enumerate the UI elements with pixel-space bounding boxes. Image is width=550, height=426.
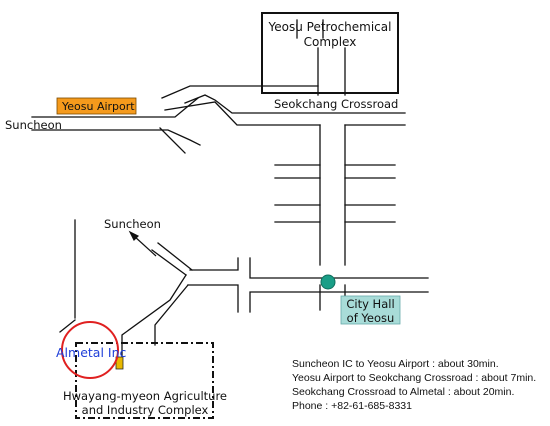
road-complex-right: [322, 19, 346, 96]
road-cityhall-upper: [189, 257, 429, 279]
label-hwayang: Hwayang-myeon Agriculture and Industry C…: [60, 389, 230, 417]
almetal-circle: [61, 321, 119, 379]
almetal-building-marker: [115, 356, 124, 370]
info-phone: Phone : +82-61-685-8331: [292, 400, 412, 412]
petrochemical-complex-box: [261, 12, 399, 94]
label-petrochemical-line1: Yeosu Petrochemical: [268, 20, 392, 34]
road-suncheon-west-upper: [31, 97, 199, 118]
road-seokchang-upper: [161, 85, 319, 99]
road-to-almetal-left: [121, 274, 187, 366]
city-hall-marker: [320, 274, 336, 290]
road-to-almetal-right: [154, 284, 189, 346]
label-suncheon-north: Suncheon: [104, 217, 161, 231]
road-suncheon-west-lower: [31, 129, 201, 146]
hwayang-complex-box: [75, 342, 214, 419]
road-branch-lower: [159, 127, 186, 154]
road-suncheon-north: [151, 242, 193, 276]
label-city-hall-line2: of Yeosu: [346, 311, 395, 325]
label-almetal: Almetal Inc: [56, 345, 127, 360]
road-seokchang-main-lower: [164, 101, 406, 126]
city-hall-box: [340, 295, 401, 325]
road-complex-left: [296, 19, 319, 96]
arrow-suncheon-north: [128, 230, 157, 257]
road-cityhall-lower: [187, 284, 429, 313]
label-city-hall-line1: City Hall: [346, 297, 395, 311]
label-suncheon-west: Suncheon: [5, 118, 62, 132]
label-yeosu-airport: Yeosu Airport: [62, 100, 135, 113]
label-hwayang-line1: Hwayang-myeon Agriculture: [63, 389, 227, 403]
info-line-2: Yeosu Airport to Seokchang Crossroad : a…: [292, 372, 537, 384]
label-petrochemical: Yeosu Petrochemical Complex: [262, 20, 398, 50]
yeosu-airport-box: [56, 97, 137, 115]
label-petrochemical-line2: Complex: [303, 35, 357, 49]
label-seokchang-crossroad: Seokchang Crossroad: [274, 97, 399, 111]
road-north-diagonal: [59, 219, 76, 333]
info-line-3: Seokchang Crossroad to Almetal : about 2…: [292, 386, 515, 398]
info-line-1: Suncheon IC to Yeosu Airport : about 30m…: [292, 358, 499, 370]
label-hwayang-line2: and Industry Complex: [81, 403, 209, 417]
label-city-hall: City Hall of Yeosu: [341, 297, 400, 325]
